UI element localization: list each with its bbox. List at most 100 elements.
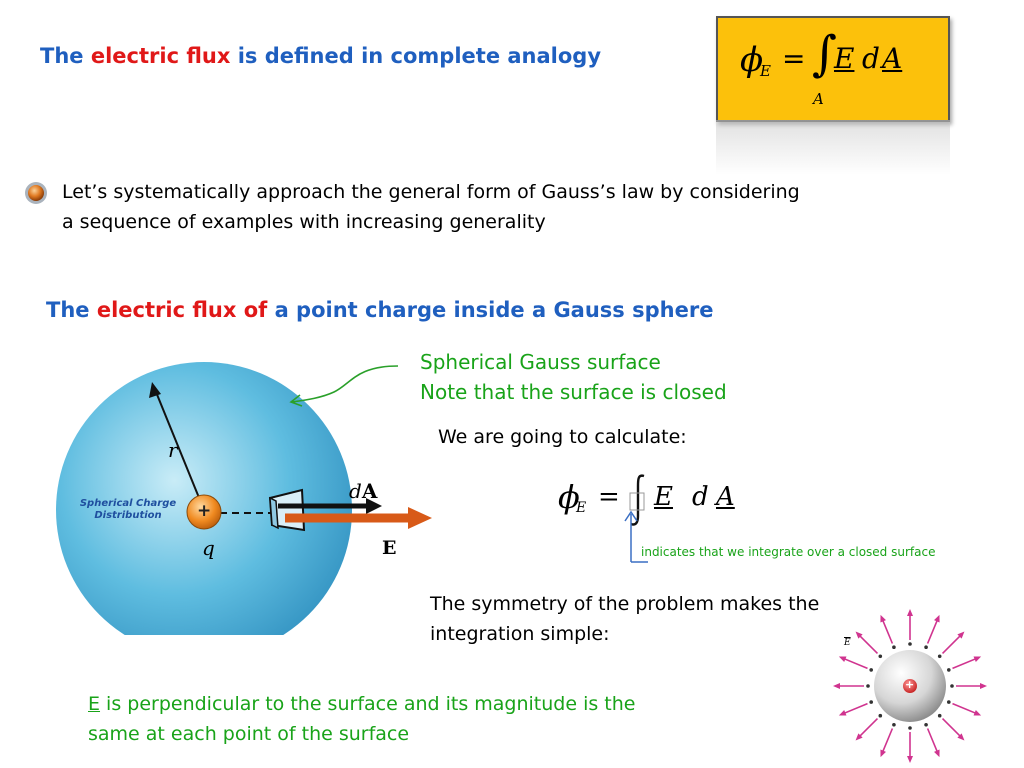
- gauss-note-line-2: Note that the surface is closed: [420, 380, 727, 404]
- perpendicular-E: E: [88, 693, 101, 715]
- field-surface-dot: [869, 668, 873, 672]
- field-surface-dot: [908, 642, 912, 646]
- field-arrowhead: [907, 609, 913, 616]
- field-surface-dot: [950, 684, 954, 688]
- subheading-part-1: The: [46, 298, 90, 322]
- field-arrowhead: [957, 733, 965, 741]
- field-arrowhead: [957, 631, 965, 639]
- perpendicular-line-2: same at each point of the surface: [88, 723, 410, 745]
- field-arrowhead: [973, 710, 982, 716]
- section-heading: The electric flux of a point charge insi…: [46, 298, 713, 322]
- bullet-line-1: Let’s systematically approach the genera…: [62, 181, 800, 203]
- calc-d: d: [692, 482, 709, 512]
- symmetry-line-2: integration simple:: [430, 623, 610, 645]
- calc-equals: =: [598, 482, 620, 512]
- area-element-side: [269, 496, 279, 530]
- closed-integral-formula: ϕ E = E d A: [556, 468, 756, 538]
- field-arrow: [841, 702, 868, 716]
- perpendicular-rest: is perpendicular to the surface and its …: [100, 693, 636, 715]
- perpendicular-line-1: E is perpendicular to the surface and it…: [88, 689, 808, 719]
- field-arrowhead: [973, 656, 982, 662]
- field-arrowhead: [838, 710, 847, 716]
- box-reflection: [716, 120, 950, 175]
- pointer-arrow: [289, 365, 399, 407]
- closed-integral-sign: [629, 474, 645, 526]
- symmetry-text: The symmetry of the problem makes the in…: [430, 589, 930, 649]
- field-surface-dot: [878, 713, 883, 718]
- field-arrow: [880, 617, 894, 644]
- radial-field-diagram: + E: [830, 608, 990, 763]
- distribution-label: Spherical Charge Distribution: [79, 498, 177, 521]
- radius-arrow: [155, 391, 205, 511]
- field-arrow: [926, 728, 940, 755]
- formula-E-vector: E: [834, 42, 855, 75]
- field-arrowhead: [907, 756, 913, 763]
- da-label-A: A: [361, 479, 378, 503]
- field-surface-dot: [869, 700, 873, 704]
- gauss-surface-note: Spherical Gauss surface Note that the su…: [420, 347, 727, 407]
- formula-integral: ∫: [812, 26, 838, 82]
- field-surface-dot: [892, 645, 896, 649]
- field-charge: [903, 679, 917, 693]
- field-surface-dot: [924, 723, 928, 727]
- field-arrowhead: [934, 749, 940, 758]
- formula-d: d: [862, 42, 880, 75]
- formula-integral-subscript: A: [813, 90, 824, 108]
- closed-note-connector: [624, 510, 648, 563]
- field-charge-plus: +: [905, 678, 915, 691]
- field-surface-dot: [878, 654, 883, 659]
- bullet-paragraph: Let’s systematically approach the genera…: [62, 177, 1012, 237]
- field-arrow: [926, 617, 940, 644]
- calc-E-vector: E: [654, 482, 673, 512]
- field-arrow: [857, 633, 879, 655]
- charge-label: q: [202, 536, 215, 560]
- field-surface-dot: [947, 700, 951, 704]
- calc-phi: ϕ: [558, 478, 580, 516]
- title-part-1: The: [40, 44, 84, 68]
- field-arrow: [841, 656, 868, 670]
- flux-definition-box: ϕ E = ∫ A E d A: [716, 16, 950, 122]
- gauss-sphere-diagram: r + q Spherical Charge Distribution dA E: [40, 360, 440, 658]
- title-part-2: electric flux: [90, 44, 231, 68]
- field-arrow: [941, 717, 963, 739]
- field-surface-dot: [937, 654, 942, 659]
- e-field-label: E: [382, 537, 397, 559]
- field-surface-dot: [866, 684, 870, 688]
- field-arrow: [952, 656, 979, 670]
- e-field-arrowhead: [408, 507, 432, 529]
- field-arrow: [880, 728, 894, 755]
- radius-label: r: [168, 438, 178, 462]
- field-arrowhead: [855, 733, 863, 741]
- field-E-label: E: [844, 638, 851, 648]
- field-arrowhead: [880, 614, 886, 623]
- field-arrow: [941, 633, 963, 655]
- da-label: dA: [349, 479, 377, 503]
- charge-circle: [186, 494, 222, 530]
- radius-arrowhead: [149, 382, 161, 398]
- bullet-icon: [24, 181, 48, 205]
- formula-phi-subscript: E: [760, 62, 771, 80]
- field-surface-dot: [908, 726, 912, 730]
- subheading-part-3: a point charge inside a Gauss sphere: [274, 298, 714, 322]
- perpendicular-text: E is perpendicular to the surface and it…: [88, 689, 808, 749]
- field-arrow: [952, 702, 979, 716]
- calc-A-vector: A: [716, 482, 735, 512]
- field-arrow: [857, 717, 879, 739]
- title-part-3: is defined in complete analogy: [237, 44, 602, 68]
- field-surface-dot: [924, 645, 928, 649]
- field-surface-dot: [937, 713, 942, 718]
- field-arrowhead: [833, 683, 840, 689]
- da-arrowhead: [366, 498, 382, 514]
- bullet-line-2: a sequence of examples with increasing g…: [62, 211, 546, 233]
- field-arrowhead: [855, 631, 863, 639]
- field-surface-dot: [947, 668, 951, 672]
- closed-surface-note: indicates that we integrate over a close…: [641, 545, 936, 559]
- formula-A-vector: A: [882, 42, 903, 75]
- slide-title: The electric flux is defined in complete…: [40, 44, 601, 68]
- calc-phi-subscript: E: [576, 500, 587, 516]
- symmetry-line-1: The symmetry of the problem makes the: [430, 593, 820, 615]
- field-surface-dot: [892, 723, 896, 727]
- formula-phi: ϕ: [740, 40, 764, 80]
- da-label-d: d: [349, 479, 362, 503]
- field-arrowhead: [880, 749, 886, 758]
